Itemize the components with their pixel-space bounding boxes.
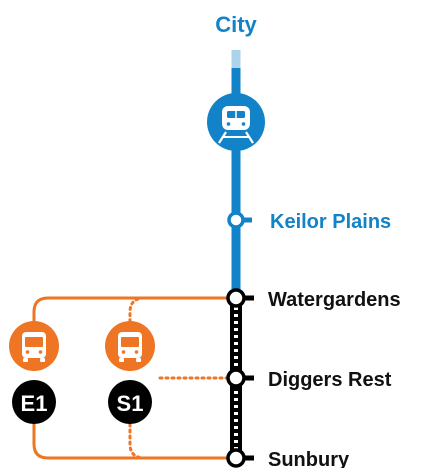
station-label-diggers-rest: Diggers Rest bbox=[268, 369, 392, 391]
train-icon bbox=[207, 93, 265, 151]
station-marker-keilor-plains bbox=[227, 211, 252, 229]
bus-icon bbox=[118, 332, 142, 362]
station-label-watergardens: Watergardens bbox=[268, 289, 401, 311]
bus-badge-s1: S1 bbox=[105, 321, 155, 424]
destination-label: City bbox=[215, 12, 257, 37]
bus-badge-e1: E1 bbox=[9, 321, 59, 424]
bus-icon bbox=[22, 332, 46, 362]
station-marker-watergardens bbox=[226, 288, 254, 308]
station-label-keilor-plains: Keilor Plains bbox=[270, 211, 391, 233]
station-label-sunbury: Sunbury bbox=[268, 449, 350, 468]
bus-route-s1 bbox=[128, 296, 230, 460]
bus-code-e1: E1 bbox=[21, 391, 48, 416]
bus-route-e1 bbox=[32, 296, 228, 460]
station-marker-sunbury bbox=[226, 448, 254, 468]
bus-code-s1: S1 bbox=[117, 391, 144, 416]
station-marker-diggers-rest bbox=[226, 368, 254, 388]
